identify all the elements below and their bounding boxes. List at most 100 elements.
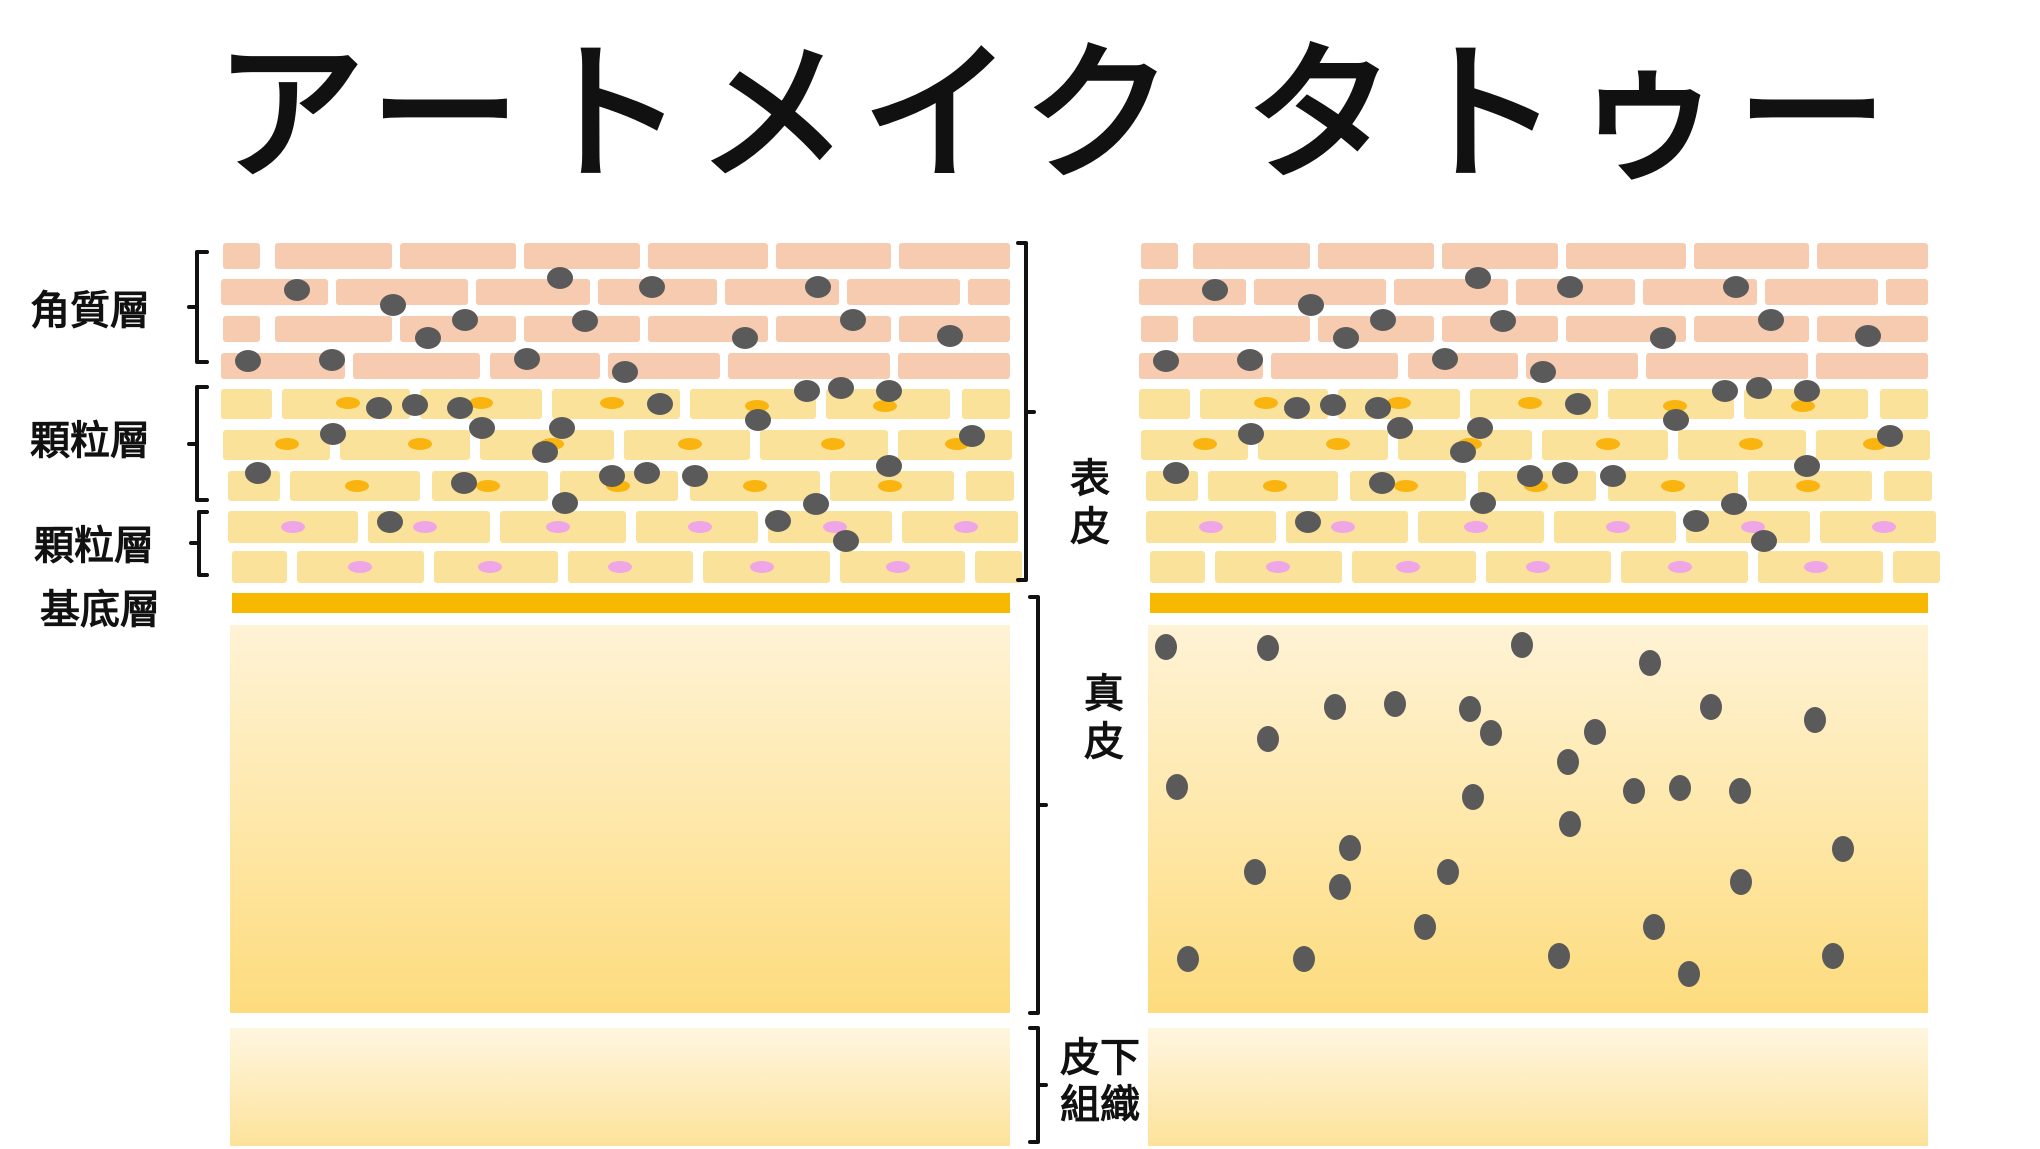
tattoo-pigment-dot: [1746, 377, 1772, 399]
dermis-layer: [1148, 625, 1928, 1013]
tattoo-title: タトゥー: [1245, 28, 1902, 202]
tattoo-pigment-dot: [1153, 350, 1179, 372]
artmake-pigment-dot: [452, 309, 478, 331]
artmake-pigment-dot: [320, 423, 346, 445]
keratohyalin-granule: [743, 480, 767, 492]
basal-cell-nucleus: [1526, 561, 1550, 573]
basal-cell-nucleus: [1804, 561, 1828, 573]
granular-cell: [966, 471, 1014, 501]
basal-cell-nucleus: [281, 521, 305, 533]
keratohyalin-granule: [1193, 438, 1217, 450]
artmake-pigment-dot: [451, 472, 477, 494]
basal-cell-nucleus: [954, 521, 978, 533]
artmake-pigment-dot: [732, 327, 758, 349]
basal-cell-nucleus: [1741, 521, 1765, 533]
basal-cell-nucleus: [1606, 521, 1630, 533]
tattoo-pigment-dot: [1465, 267, 1491, 289]
layer-brackets: [187, 241, 1048, 1144]
dermis-label: 真皮: [1084, 671, 1124, 765]
artmake-pigment-dot: [514, 348, 540, 370]
tattoo-dermis-pigment-dot: [1557, 749, 1579, 775]
basal-cell-nucleus: [886, 561, 910, 573]
corneum-cell: [1271, 353, 1398, 379]
tattoo-pigment-dot: [1663, 409, 1689, 431]
tattoo-pigment-dot: [1387, 417, 1413, 439]
basal-cell-nucleus: [1331, 521, 1355, 533]
keratohyalin-granule: [678, 438, 702, 450]
tattoo-pigment-dot: [1758, 309, 1784, 331]
tattoo-dermis-pigment-dot: [1177, 946, 1199, 972]
artmake-pigment-dot: [319, 349, 345, 371]
artmake-skin-panel: [221, 243, 1022, 1146]
corneum-cell: [1817, 243, 1928, 269]
keratohyalin-granule: [873, 400, 897, 412]
corneum-cell: [1141, 316, 1178, 342]
granular-cell: [221, 389, 272, 419]
tattoo-pigment-dot: [1600, 465, 1626, 487]
keratohyalin-granule: [1596, 438, 1620, 450]
basal-cell-nucleus: [608, 561, 632, 573]
tattoo-pigment-dot: [1202, 279, 1228, 301]
keratohyalin-granule: [275, 438, 299, 450]
basal-cell: [1893, 551, 1940, 583]
artmake-pigment-dot: [959, 425, 985, 447]
tattoo-dermis-pigment-dot: [1462, 784, 1484, 810]
tattoo-pigment-dot: [1552, 462, 1578, 484]
corneum-cell: [1193, 243, 1310, 269]
subcutaneous-layer: [1148, 1028, 1928, 1146]
corneum-cell: [1139, 279, 1246, 305]
artmake-pigment-dot: [552, 492, 578, 514]
tattoo-dermis-pigment-dot: [1639, 650, 1661, 676]
tattoo-pigment-dot: [1365, 397, 1391, 419]
keratohyalin-granule: [1387, 397, 1411, 409]
dermis-layer: [230, 625, 1010, 1013]
artmake-pigment-dot: [402, 394, 428, 416]
corneum-cell: [223, 316, 260, 342]
tattoo-pigment-dot: [1333, 327, 1359, 349]
tattoo-pigment-dot: [1163, 462, 1189, 484]
corneum-cell: [728, 353, 890, 379]
keratohyalin-granule: [345, 480, 369, 492]
tattoo-dermis-pigment-dot: [1822, 943, 1844, 969]
tattoo-pigment-dot: [1284, 397, 1310, 419]
granular-cell: [1884, 471, 1932, 501]
artmake-pigment-dot: [937, 325, 963, 347]
corneum-cell: [1193, 316, 1310, 342]
artmake-pigment-dot: [532, 441, 558, 463]
tattoo-dermis-pigment-dot: [1459, 696, 1481, 722]
tattoo-pigment-dot: [1370, 309, 1396, 331]
corneum-cell: [275, 316, 392, 342]
tattoo-dermis-pigment-dot: [1832, 836, 1854, 862]
keratohyalin-granule: [1326, 438, 1350, 450]
corneum-cell: [648, 243, 768, 269]
artmake-title: アートメイク: [215, 28, 1188, 202]
corneum-cell: [898, 353, 1010, 379]
tattoo-dermis-pigment-dot: [1700, 694, 1722, 720]
keratohyalin-granule: [1663, 400, 1687, 412]
artmake-pigment-dot: [876, 380, 902, 402]
corneum-cell: [968, 279, 1010, 305]
basement-membrane: [1150, 593, 1928, 613]
keratohyalin-granule: [476, 480, 500, 492]
tattoo-pigment-dot: [1721, 493, 1747, 515]
tattoo-dermis-pigment-dot: [1384, 691, 1406, 717]
basal-cell-nucleus: [478, 561, 502, 573]
corneum-cell: [1694, 316, 1809, 342]
corneum-cell: [776, 316, 891, 342]
granular-cell: [1258, 430, 1388, 460]
tattoo-pigment-dot: [1490, 310, 1516, 332]
basal-cell-nucleus: [1266, 561, 1290, 573]
tattoo-dermis-pigment-dot: [1804, 707, 1826, 733]
basal-cell-nucleus: [688, 521, 712, 533]
corneum-cell: [1442, 243, 1558, 269]
corneum-cell: [1765, 279, 1878, 305]
tattoo-dermis-pigment-dot: [1623, 778, 1645, 804]
corneum-cell: [223, 243, 260, 269]
basal-cell-nucleus: [823, 521, 847, 533]
tattoo-pigment-dot: [1557, 276, 1583, 298]
basal-cell: [1150, 551, 1205, 583]
tattoo-dermis-pigment-dot: [1678, 961, 1700, 987]
keratohyalin-granule: [1254, 397, 1278, 409]
artmake-pigment-dot: [639, 276, 665, 298]
basal-cell: [975, 551, 1022, 583]
